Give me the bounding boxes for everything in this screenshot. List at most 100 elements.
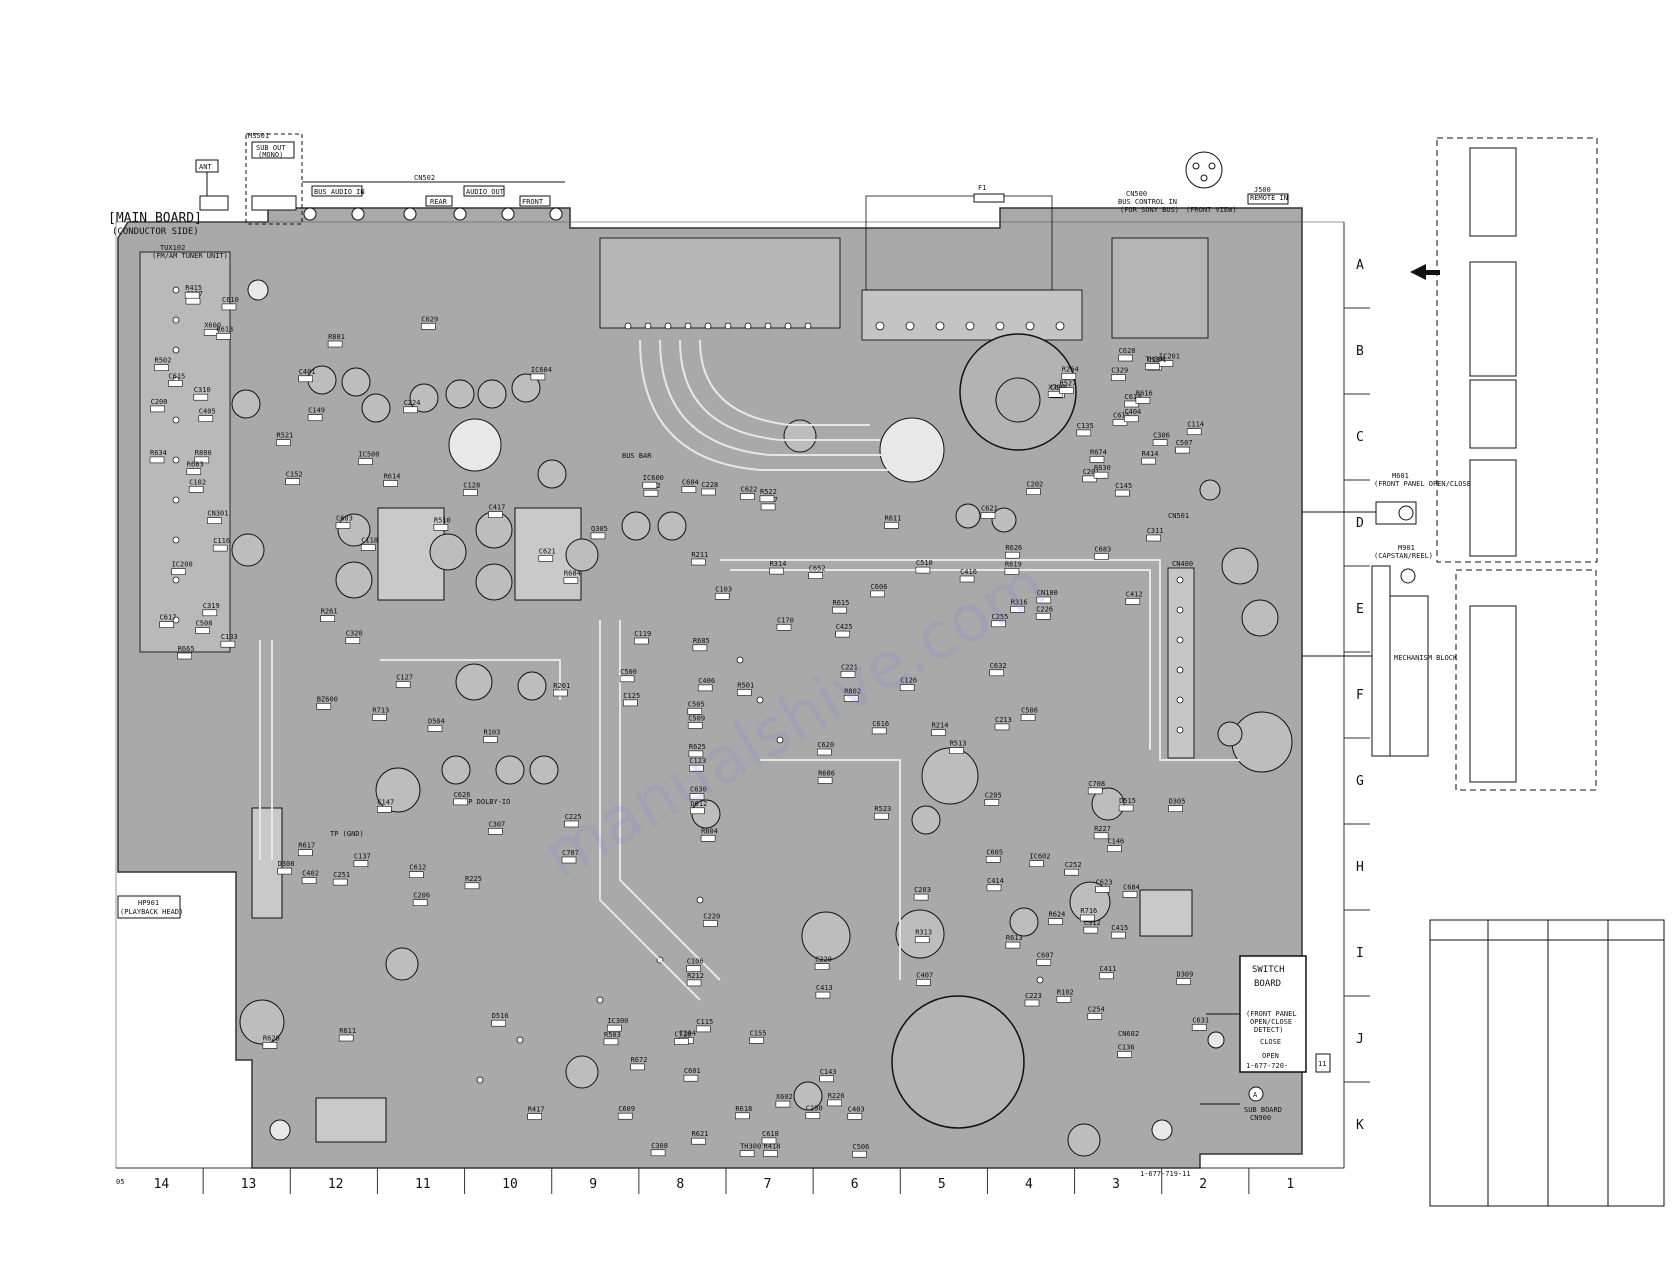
component-footprint bbox=[994, 723, 1010, 731]
component-footprint bbox=[949, 747, 964, 755]
component-footprint bbox=[149, 456, 165, 464]
component-footprint bbox=[835, 630, 851, 638]
component-label: R617 bbox=[298, 842, 315, 850]
component-label: C115 bbox=[696, 1018, 713, 1026]
component-label: R713 bbox=[372, 706, 389, 714]
component-label: C226 bbox=[1036, 605, 1053, 613]
svg-text:(CAPSTAN/REEL): (CAPSTAN/REEL) bbox=[1374, 552, 1433, 560]
component-footprint bbox=[736, 689, 752, 696]
component-label: C622 bbox=[741, 486, 758, 494]
component-label: C402 bbox=[302, 870, 319, 878]
svg-text:AUDIO OUT: AUDIO OUT bbox=[466, 188, 505, 196]
component-label: R313 bbox=[915, 929, 932, 937]
component-label: C205 bbox=[985, 792, 1002, 800]
component-label: R264 bbox=[1062, 365, 1079, 373]
component-footprint bbox=[1141, 457, 1156, 465]
component-footprint bbox=[1093, 471, 1109, 479]
component-label: C319 bbox=[203, 602, 220, 610]
component-label: R618 bbox=[735, 1105, 752, 1113]
component-footprint bbox=[285, 478, 301, 486]
component-label: R417 bbox=[528, 1106, 545, 1114]
component-footprint bbox=[1005, 551, 1020, 559]
component-label: C629 bbox=[421, 315, 438, 323]
copper-traces bbox=[259, 339, 1240, 1001]
component-footprint bbox=[1117, 1051, 1132, 1058]
component-footprint bbox=[931, 729, 946, 736]
component-label: R685 bbox=[693, 637, 710, 645]
svg-text:SWITCH: SWITCH bbox=[1252, 965, 1285, 975]
component-footprint bbox=[198, 415, 214, 423]
m601-motor: M601 (FRONT PANEL OPEN/CLOSE) bbox=[1302, 472, 1475, 525]
component-footprint bbox=[353, 860, 369, 868]
component-label: C403 bbox=[848, 1106, 865, 1114]
component-footprint bbox=[332, 878, 348, 886]
component-label: R103 bbox=[484, 729, 501, 737]
component-label: CN301 bbox=[207, 510, 228, 518]
component-label: C128 bbox=[463, 482, 480, 490]
component-footprint bbox=[403, 406, 418, 414]
component-label: D309 bbox=[1177, 971, 1194, 979]
component-footprint bbox=[1061, 372, 1077, 380]
sub-board-link: A SUB BOARD CN900 11 bbox=[1200, 1053, 1331, 1122]
component-label: C407 bbox=[916, 971, 933, 979]
component-label: R102 bbox=[1057, 988, 1074, 996]
component-label: C102 bbox=[189, 478, 206, 486]
component-footprint bbox=[814, 963, 830, 971]
component-label: R716 bbox=[1080, 907, 1097, 915]
component-footprint bbox=[277, 867, 292, 875]
component-footprint bbox=[1056, 996, 1072, 1003]
component-label: R625 bbox=[689, 743, 706, 751]
component-label: C620 bbox=[817, 741, 834, 749]
component-label: R802 bbox=[844, 687, 861, 695]
component-label: C155 bbox=[750, 1029, 767, 1037]
component-label: C204 bbox=[679, 1030, 696, 1038]
component-label: C254 bbox=[1088, 1006, 1105, 1014]
component-footprint bbox=[1112, 419, 1128, 426]
component-footprint bbox=[150, 405, 165, 413]
component-footprint bbox=[207, 517, 222, 525]
component-footprint bbox=[420, 323, 436, 330]
grid-column-label: 6 bbox=[851, 1177, 859, 1192]
component-label: C406 bbox=[698, 677, 715, 685]
component-footprint bbox=[692, 644, 708, 652]
svg-text:DETECT): DETECT) bbox=[1254, 1026, 1284, 1034]
component-label: TH300 bbox=[740, 1143, 761, 1151]
component-label: C201 bbox=[1083, 468, 1100, 476]
grid-row-label: J bbox=[1356, 1032, 1364, 1047]
component-label: C312 bbox=[1084, 919, 1101, 927]
component-label: C652 bbox=[809, 565, 826, 573]
component-label: R523 bbox=[874, 805, 891, 813]
component-label: C123 bbox=[689, 757, 706, 765]
component-footprint bbox=[681, 486, 697, 494]
component-footprint bbox=[714, 593, 730, 600]
c319-capacitor bbox=[959, 333, 1077, 451]
component-label: R624 bbox=[1049, 911, 1066, 919]
component-footprint bbox=[915, 566, 931, 574]
svg-text:A: A bbox=[1253, 1091, 1258, 1099]
svg-text:CN900: CN900 bbox=[1250, 1114, 1271, 1122]
grid-row-label: G bbox=[1356, 774, 1364, 789]
component-label: C416 bbox=[960, 568, 977, 576]
component-footprint bbox=[1124, 400, 1139, 408]
component-label: C251 bbox=[333, 871, 350, 879]
component-label: C500 bbox=[620, 668, 637, 676]
component-footprint bbox=[1087, 1013, 1103, 1020]
grid-column-label: 13 bbox=[241, 1177, 257, 1192]
component-label: IC604 bbox=[531, 366, 552, 374]
component-label: IC602 bbox=[1029, 853, 1050, 861]
svg-text:(FRONT VIEW): (FRONT VIEW) bbox=[1186, 206, 1237, 214]
tp-dolby-label: TP DOLBY-IO bbox=[464, 798, 510, 806]
tp-gnd-label: TP (GND) bbox=[330, 830, 364, 838]
component-label: C310 bbox=[194, 386, 211, 394]
component-label: IC600 bbox=[643, 474, 664, 482]
component-label: C710 bbox=[674, 1031, 691, 1039]
component-label: C252 bbox=[1065, 861, 1082, 869]
component-footprint bbox=[819, 1075, 835, 1083]
component-footprint bbox=[1087, 787, 1103, 795]
component-label: D305 bbox=[1169, 798, 1186, 806]
component-label: R626 bbox=[1005, 544, 1022, 552]
component-label: R226 bbox=[828, 1092, 845, 1100]
hp901-head: HP901 (PLAYBACK HEAD) bbox=[117, 895, 183, 919]
component-footprint bbox=[184, 291, 200, 299]
